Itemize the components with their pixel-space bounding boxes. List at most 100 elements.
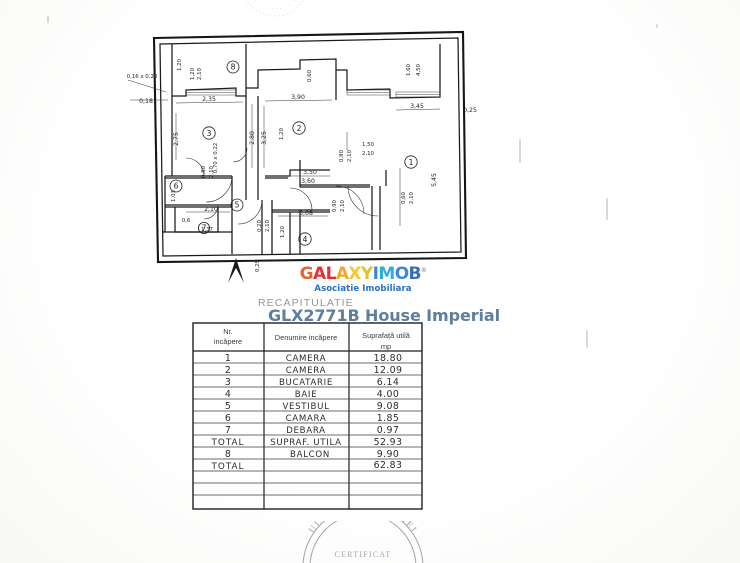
svg-text:0,6: 0,6 bbox=[182, 218, 191, 224]
svg-text:4,50: 4,50 bbox=[416, 63, 422, 76]
brand-letter: G bbox=[299, 264, 314, 284]
table-row-total: TOTAL SUPRAF. UTILA 52.93 bbox=[211, 437, 403, 448]
official-stamp: UL ADMINISTRATIEI CERTIFICAT DE bbox=[281, 521, 445, 563]
cell-area: 52.93 bbox=[374, 437, 403, 448]
cell-area: 9.90 bbox=[377, 449, 399, 460]
scan-artifact bbox=[586, 330, 588, 348]
galaxyimob-watermark-logo: GALAXYIMOB® Asociatie Imobiliara bbox=[288, 266, 438, 294]
cell-name: CAMERA bbox=[286, 366, 326, 376]
table-header-name: Denumire incăpere bbox=[275, 333, 337, 342]
svg-text:2,80: 2,80 bbox=[249, 131, 256, 145]
brand-letter: I bbox=[372, 264, 379, 284]
cell-nr: 5 bbox=[225, 401, 231, 412]
cell-name: BAIE bbox=[295, 390, 318, 400]
cell-area: 6.14 bbox=[377, 377, 399, 388]
cell-area: 18.80 bbox=[374, 353, 403, 364]
table-row: 2 CAMERA 12.09 bbox=[225, 365, 402, 376]
svg-text:0,80: 0,80 bbox=[339, 149, 345, 162]
stamp-line-2: DE bbox=[357, 561, 369, 563]
table-row: 8 BALCON 9.90 bbox=[225, 449, 399, 460]
table-row: 3 BUCATARIE 6.14 bbox=[225, 377, 399, 388]
table-row-total: TOTAL 62.83 bbox=[211, 460, 403, 472]
svg-text:2,75: 2,75 bbox=[173, 132, 180, 146]
scan-artifact bbox=[606, 198, 608, 220]
svg-text:0,18: 0,18 bbox=[139, 98, 153, 105]
brand-letter: X bbox=[348, 264, 361, 284]
brand-letter: O bbox=[394, 264, 409, 284]
svg-text:0,25: 0,25 bbox=[463, 107, 477, 114]
svg-text:1,03: 1,03 bbox=[171, 190, 177, 202]
brand-letter: Y bbox=[360, 264, 373, 284]
svg-text:2,10: 2,10 bbox=[197, 67, 203, 80]
svg-text:2: 2 bbox=[297, 124, 302, 133]
svg-text:0,20: 0,20 bbox=[257, 219, 263, 232]
svg-text:3: 3 bbox=[207, 129, 212, 138]
cell-name: VESTIBUL bbox=[282, 402, 329, 412]
table-header-nr-line1: Nr. bbox=[223, 327, 232, 336]
cell-nr: 8 bbox=[225, 449, 231, 460]
brand-letter: A bbox=[335, 264, 349, 284]
cell-area: 9.08 bbox=[377, 401, 399, 412]
svg-text:0,80: 0,80 bbox=[201, 165, 207, 178]
plan-dimension-labels: 0,16 x 0,20 0,18 2,35 3,90 3,45 0,25 3,6… bbox=[127, 58, 477, 272]
registered-mark: ® bbox=[420, 267, 427, 275]
svg-text:4: 4 bbox=[303, 235, 308, 244]
svg-text:3,60: 3,60 bbox=[301, 178, 315, 185]
svg-text:2,10: 2,10 bbox=[409, 191, 415, 204]
cell-area: 62.83 bbox=[374, 460, 403, 471]
stamp-line-1: CERTIFICAT bbox=[335, 550, 392, 559]
table-header-area-line2: mp bbox=[381, 342, 391, 351]
cell-nr: 1 bbox=[225, 353, 231, 364]
brand-tagline: Asociatie Imobiliara bbox=[314, 284, 412, 294]
recapitulation-table: Nr. incăpere Denumire incăpere Suprafață… bbox=[192, 322, 424, 514]
stamp-outer-text: UL ADMINISTRATIEI bbox=[307, 521, 417, 536]
svg-text:7: 7 bbox=[202, 223, 207, 232]
scan-artifact bbox=[519, 139, 521, 163]
cell-nr: 7 bbox=[225, 425, 231, 436]
brand-letter: B bbox=[408, 264, 422, 284]
cell-name: CAMARA bbox=[286, 414, 327, 424]
svg-text:5: 5 bbox=[235, 201, 240, 210]
svg-text:2,10: 2,10 bbox=[340, 199, 346, 212]
svg-text:2,10: 2,10 bbox=[347, 149, 353, 162]
cell-name: SUPRAF. UTILA bbox=[270, 438, 342, 448]
cell-name: BALCON bbox=[290, 450, 330, 460]
cell-name: CAMERA bbox=[286, 354, 326, 364]
cell-area: 0.97 bbox=[377, 425, 399, 436]
table-row: 5 VESTIBUL 9.08 bbox=[225, 401, 399, 412]
cell-name: BUCATARIE bbox=[279, 378, 333, 388]
cell-name: DEBARA bbox=[286, 426, 326, 436]
brand-wordmark: GALAXYIMOB® bbox=[288, 266, 438, 283]
top-stamp-remnant bbox=[215, 0, 335, 26]
svg-text:1,60: 1,60 bbox=[406, 63, 412, 76]
brand-letter: M bbox=[378, 264, 395, 284]
cell-nr: 4 bbox=[225, 389, 231, 400]
svg-text:3,08: 3,08 bbox=[299, 210, 313, 217]
page-title: GLX2771B House Imperial bbox=[268, 306, 500, 325]
svg-text:3,25: 3,25 bbox=[261, 131, 268, 145]
svg-text:2,35: 2,35 bbox=[202, 96, 216, 103]
table-header-nr-line2: incăpere bbox=[214, 337, 242, 346]
svg-text:0,60: 0,60 bbox=[307, 69, 313, 82]
svg-text:1: 1 bbox=[409, 158, 414, 167]
brand-letter: A bbox=[313, 264, 326, 284]
svg-text:0,16 x 0,20: 0,16 x 0,20 bbox=[127, 74, 158, 80]
cell-nr: TOTAL bbox=[211, 438, 245, 448]
plan-room-markers: 1 2 3 4 5 6 7 8 bbox=[169, 60, 418, 246]
svg-text:0,60: 0,60 bbox=[401, 191, 407, 204]
svg-text:3,45: 3,45 bbox=[410, 103, 424, 110]
recapitulatie-label: RECAPITULATIE bbox=[258, 297, 354, 309]
floor-plan-drawing: 1 2 3 4 5 6 7 8 bbox=[127, 30, 477, 283]
svg-text:5,45: 5,45 bbox=[431, 173, 438, 187]
scan-artifact bbox=[656, 24, 658, 28]
brand-letter: L bbox=[325, 264, 337, 284]
svg-text:1,20: 1,20 bbox=[190, 67, 196, 80]
cell-nr: TOTAL bbox=[211, 462, 245, 472]
cell-nr: 2 bbox=[225, 365, 231, 376]
table-row: 1 CAMERA 18.80 bbox=[225, 353, 403, 364]
table-row: 4 BAIE 4.00 bbox=[225, 389, 399, 400]
svg-text:1,20: 1,20 bbox=[280, 225, 286, 238]
svg-text:0,25: 0,25 bbox=[255, 260, 261, 272]
svg-text:0,90: 0,90 bbox=[332, 199, 338, 212]
